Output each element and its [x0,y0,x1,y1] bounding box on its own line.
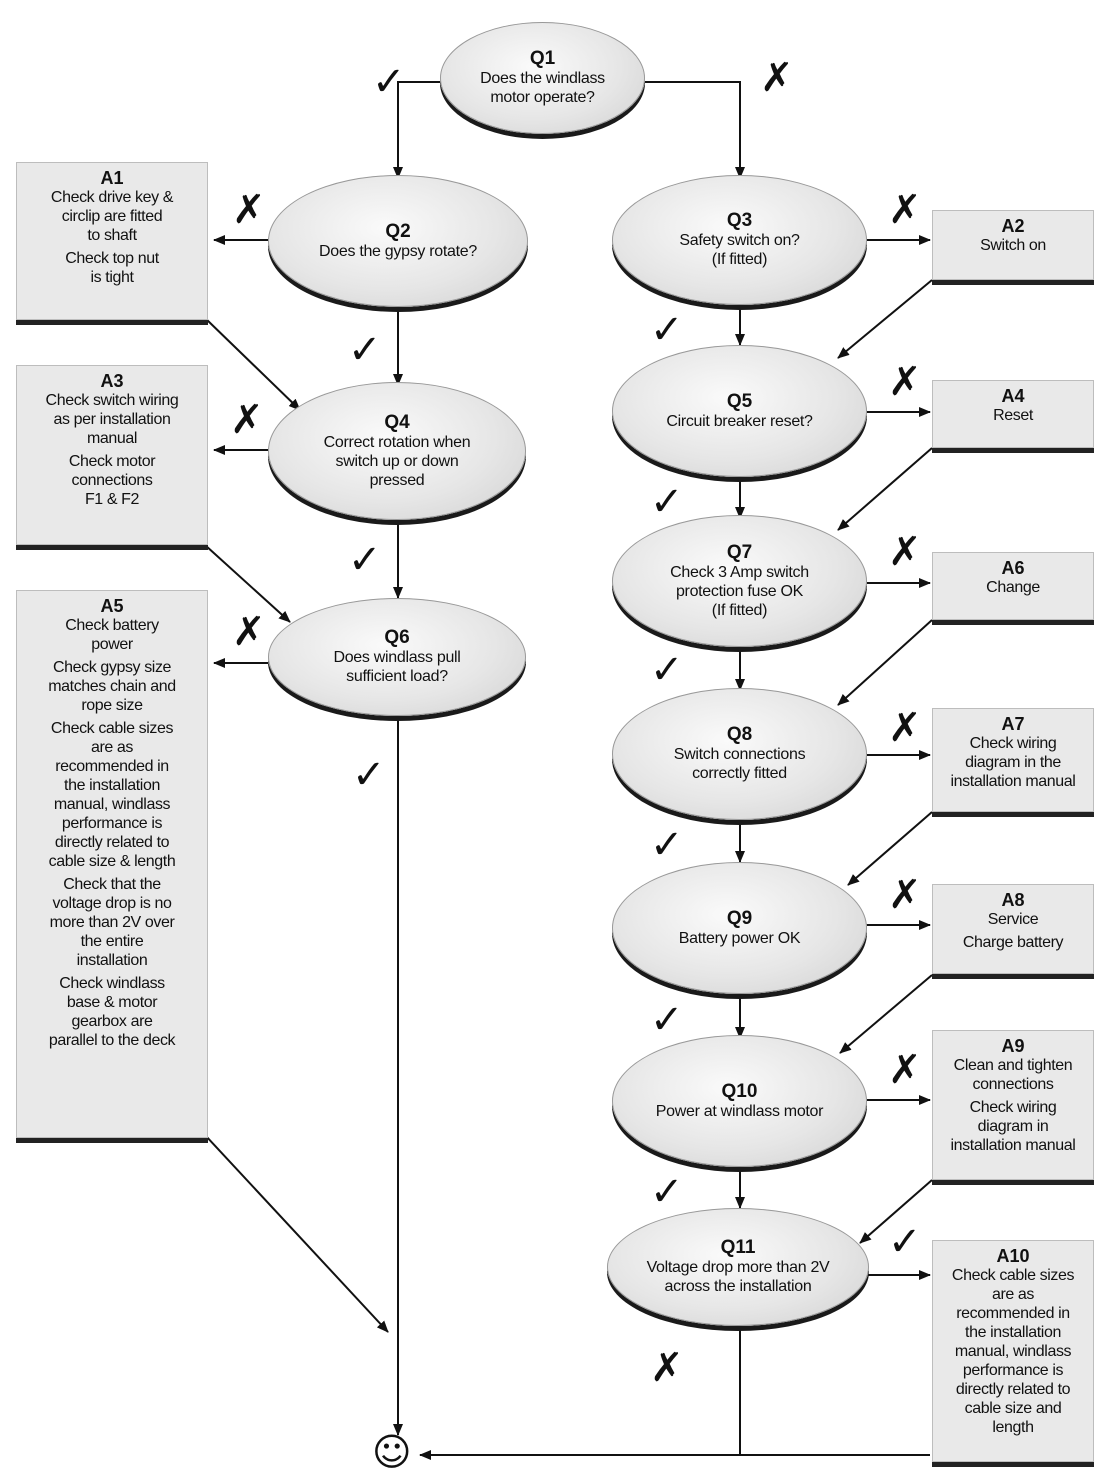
question-q11: Q11 Voltage drop more than 2V across the… [607,1208,869,1326]
answer-id: A1 [100,168,124,188]
question-id: Q11 [720,1237,756,1258]
question-text: Power at windlass motor [655,1102,824,1120]
no-cross-icon: ✗ [230,397,264,443]
question-q6: Q6 Does windlass pull sufficient load? [268,598,526,716]
answer-id: A7 [1001,714,1025,734]
answer-id: A10 [996,1246,1030,1266]
no-cross-icon: ✗ [232,609,266,655]
smiley-end-icon: ☺ [372,1430,412,1474]
question-q5: Q5 Circuit breaker reset? [612,345,867,477]
answer-id: A3 [100,371,124,391]
answer-line: Check wiring diagram in installation man… [950,1099,1076,1154]
yes-check-icon: ✓ [352,752,386,798]
no-cross-icon: ✗ [888,705,922,751]
question-id: Q8 [726,724,753,745]
question-text: Switch connections correctly fitted [673,746,806,782]
question-text: Circuit breaker reset? [666,412,813,430]
answer-line: Check cable sizes are as recommended in … [951,1267,1075,1436]
answer-a4: A4 Reset [932,380,1094,448]
question-text: Does the windlass motor operate? [480,70,605,106]
question-text: Does the gypsy rotate? [319,242,477,260]
answer-line: Reset [993,407,1033,424]
answer-line: Check top nut is tight [65,250,159,286]
answer-line: Check windlass base & motor gearbox are … [48,975,176,1049]
answer-a10: A10 Check cable sizes are as recommended… [932,1240,1094,1462]
answer-line: Check wiring diagram in the installation… [950,735,1076,790]
answer-a8: A8 Service Charge battery [932,884,1094,974]
answer-id: A5 [100,596,124,616]
answer-a2: A2 Switch on [932,210,1094,280]
no-cross-icon: ✗ [888,529,922,575]
question-id: Q10 [721,1080,758,1102]
answer-a1: A1 Check drive key & circlip are fitted … [16,162,208,320]
answer-line: Switch on [980,237,1046,254]
answer-line: Charge battery [962,934,1064,951]
question-id: Q3 [726,210,753,231]
question-text: Battery power OK [678,929,801,947]
question-q7: Q7 Check 3 Amp switch protection fuse OK… [612,515,867,647]
question-q10: Q10 Power at windlass motor [612,1035,867,1167]
yes-check-icon: ✓ [650,647,684,693]
question-id: Q4 [384,411,410,433]
question-id: Q6 [384,627,410,648]
answer-id: A9 [1001,1036,1025,1056]
no-cross-icon: ✗ [888,187,922,233]
yes-check-icon: ✓ [888,1219,922,1265]
answer-line: Check motor connections F1 & F2 [68,453,156,508]
answer-a5: A5 Check battery power Check gypsy size … [16,590,208,1138]
answer-line: Check switch wiring as per installation … [45,392,179,447]
no-cross-icon: ✗ [888,359,922,405]
answer-a7: A7 Check wiring diagram in the installat… [932,708,1094,812]
question-text: Correct rotation when switch up or down … [323,433,471,489]
answer-id: A6 [1001,558,1025,578]
answer-line: Check cable sizes are as recommended in … [48,720,176,870]
answer-a3: A3 Check switch wiring as per installati… [16,365,208,545]
question-id: Q7 [726,541,753,563]
answer-line: Change [986,579,1040,596]
yes-check-icon: ✓ [650,822,684,868]
no-cross-icon: ✗ [232,187,266,233]
question-q4: Q4 Correct rotation when switch up or do… [268,382,526,520]
question-q9: Q9 Battery power OK [612,862,867,994]
question-text: Does windlass pull sufficient load? [333,649,461,685]
question-text: Safety switch on? (If fitted) [679,232,800,268]
answer-a9: A9 Clean and tighten connections Check w… [932,1030,1094,1180]
question-q1: Q1 Does the windlass motor operate? [440,22,645,134]
answer-line: Clean and tighten connections [953,1057,1073,1093]
question-id: Q9 [726,907,753,929]
yes-check-icon: ✓ [650,997,684,1043]
answer-line: Service [987,911,1039,928]
answer-line: Check that the voltage drop is no more t… [49,876,175,969]
answer-line: Check gypsy size matches chain and rope … [48,659,176,714]
answer-id: A2 [1001,216,1025,236]
yes-check-icon: ✓ [650,479,684,525]
yes-check-icon: ✓ [372,59,406,105]
yes-check-icon: ✓ [650,307,684,353]
no-cross-icon: ✗ [760,55,794,101]
answer-id: A4 [1001,386,1025,406]
answer-line: Check drive key & circlip are fitted to … [50,189,174,244]
question-id: Q5 [726,390,753,412]
yes-check-icon: ✓ [348,537,382,583]
question-q3: Q3 Safety switch on? (If fitted) [612,175,867,305]
answer-a6: A6 Change [932,552,1094,620]
question-text: Voltage drop more than 2V across the ins… [646,1259,830,1295]
question-q2: Q2 Does the gypsy rotate? [268,175,528,307]
question-q8: Q8 Switch connections correctly fitted [612,688,867,820]
question-id: Q2 [385,220,411,242]
answer-id: A8 [1001,890,1025,910]
answer-line: Check battery power [65,617,159,653]
no-cross-icon: ✗ [888,1047,922,1093]
question-id: Q1 [529,48,556,69]
no-cross-icon: ✗ [650,1345,684,1391]
yes-check-icon: ✓ [348,327,382,373]
no-cross-icon: ✗ [888,872,922,918]
question-text: Check 3 Amp switch protection fuse OK (I… [670,563,809,619]
yes-check-icon: ✓ [650,1169,684,1215]
